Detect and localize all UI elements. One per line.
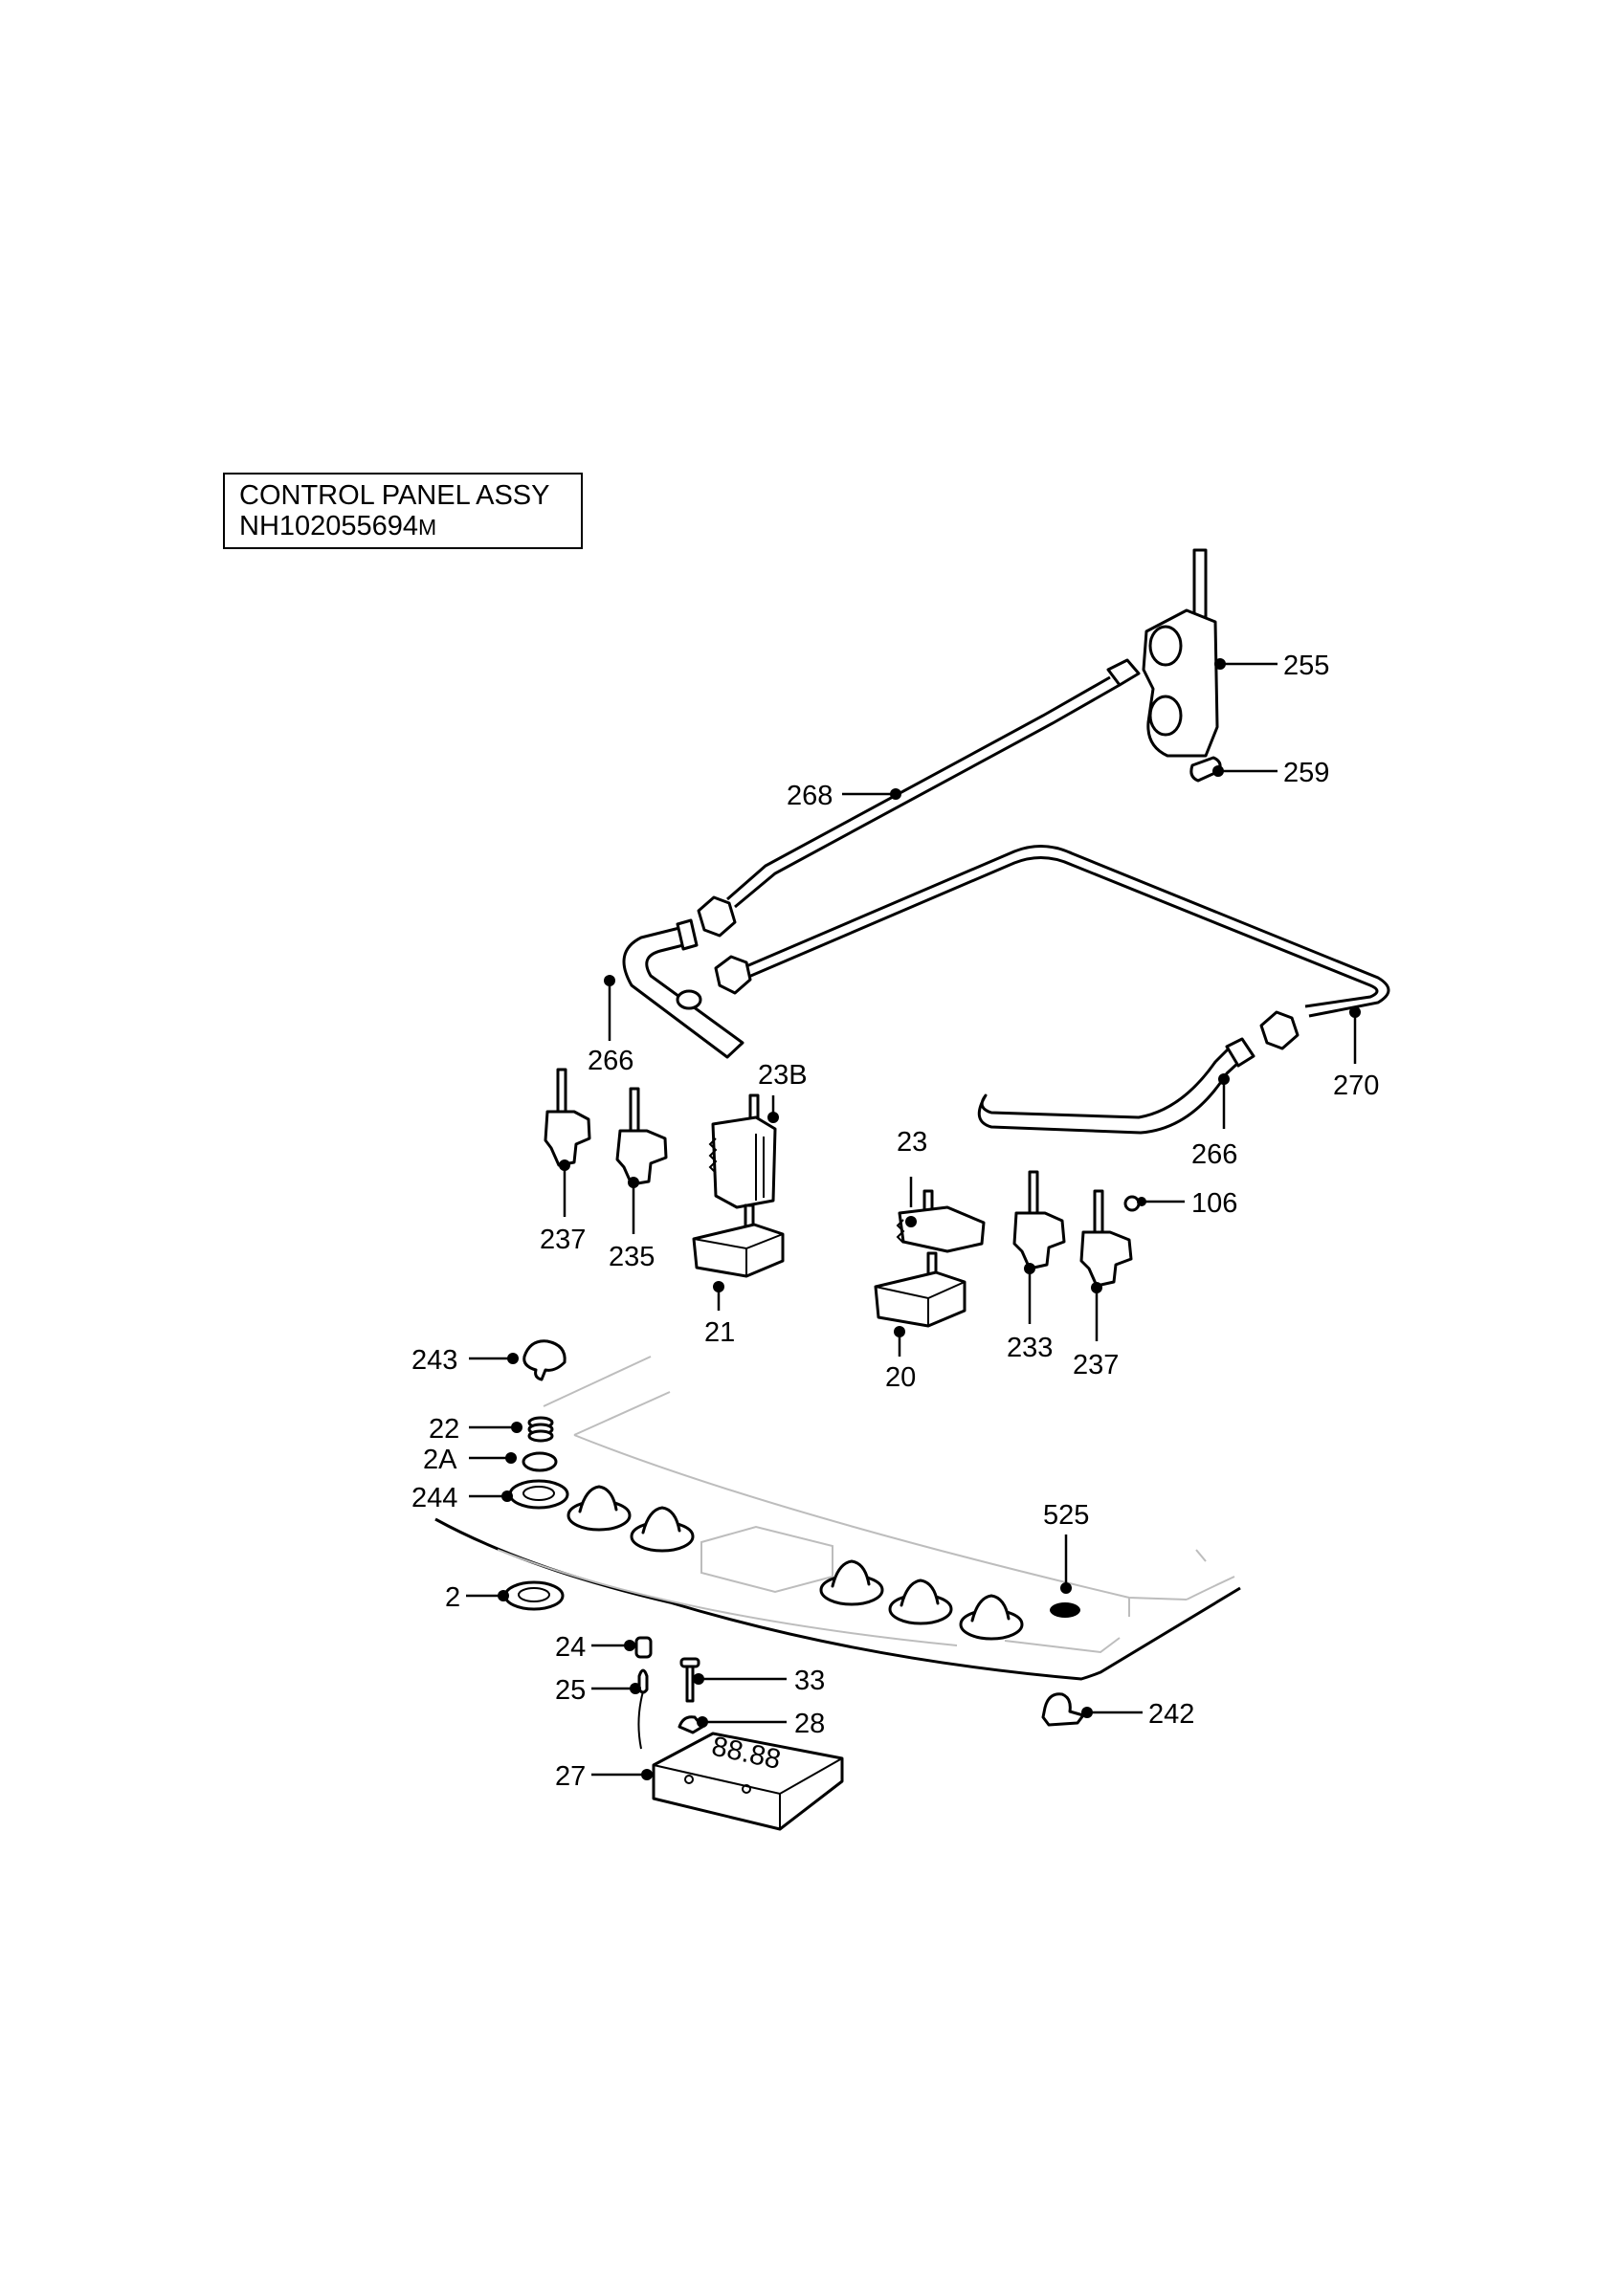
callout-244: 244 [411, 1483, 457, 1513]
energy-regulator-23 [896, 1189, 986, 1253]
thermostat-20 [874, 1251, 967, 1328]
switch-233 [1012, 1170, 1066, 1270]
control-panel-fascia [434, 1356, 1241, 1681]
tube-nuts [697, 895, 1300, 1050]
callout-243: 243 [411, 1345, 457, 1376]
leader-lines [466, 658, 1361, 1780]
spring-22 [527, 1416, 554, 1443]
thermostat-21 [692, 1203, 785, 1278]
callout-2A: 2A [423, 1445, 457, 1475]
gas-tube-268 [726, 658, 1141, 909]
callout-270: 270 [1333, 1071, 1379, 1101]
ring-2A [522, 1451, 558, 1472]
indicator-525 [1050, 1602, 1080, 1618]
bezel-244 [508, 1479, 569, 1510]
callout-237-right: 237 [1073, 1350, 1119, 1380]
knob-insert-243 [522, 1339, 567, 1381]
energy-regulator-23B [708, 1093, 777, 1209]
title-box: CONTROL PANEL ASSY NH102055694M [223, 473, 583, 549]
lamp-25 [637, 1668, 649, 1750]
part-number: NH102055694M [239, 511, 436, 542]
clip-242 [1041, 1692, 1085, 1727]
callout-525: 525 [1043, 1500, 1089, 1531]
elbow-tube-266-left [622, 918, 744, 1059]
callout-2: 2 [445, 1582, 460, 1613]
callout-22: 22 [429, 1414, 459, 1445]
title-text: CONTROL PANEL ASSY [239, 480, 550, 511]
callout-233: 233 [1007, 1333, 1053, 1363]
callout-235: 235 [609, 1242, 655, 1272]
bezel-2 [503, 1580, 565, 1611]
callout-266-right: 266 [1191, 1139, 1237, 1170]
screw-106 [1123, 1195, 1141, 1212]
callout-237-left: 237 [540, 1225, 586, 1255]
knob-1 [567, 1485, 632, 1532]
display-module-27: 88.88 [652, 1732, 844, 1831]
control-knobs [567, 1485, 1024, 1641]
callout-24: 24 [555, 1632, 586, 1663]
part-number-suffix: M [418, 515, 437, 540]
gas-tube-270 [745, 845, 1390, 1018]
knob-4 [888, 1578, 953, 1625]
callout-255: 255 [1283, 651, 1329, 681]
callout-242: 242 [1148, 1699, 1194, 1730]
knob-5 [959, 1594, 1024, 1641]
lamp-holder-24 [634, 1636, 653, 1659]
switch-235 [615, 1087, 668, 1186]
switch-237-right [1079, 1189, 1133, 1288]
callout-23B: 23B [758, 1060, 808, 1091]
callout-25: 25 [555, 1675, 586, 1706]
callout-33: 33 [794, 1666, 825, 1696]
callout-27: 27 [555, 1761, 586, 1792]
callout-28: 28 [794, 1709, 825, 1739]
callout-266-left: 266 [588, 1046, 633, 1076]
elbow-tube-266-right [977, 1037, 1255, 1135]
knob-2 [630, 1506, 695, 1553]
callout-20: 20 [885, 1362, 916, 1393]
part-number-code: NH102055694 [239, 511, 419, 541]
callout-259: 259 [1283, 758, 1329, 788]
valve-255 [1142, 548, 1219, 758]
knob-3 [819, 1559, 884, 1606]
callout-23: 23 [897, 1127, 927, 1158]
callout-268: 268 [787, 781, 833, 811]
callout-21: 21 [704, 1317, 735, 1348]
switch-237-left [544, 1068, 591, 1167]
callout-106: 106 [1191, 1188, 1237, 1219]
pin-33 [679, 1657, 700, 1703]
callout-labels: 255 259 268 266 23B 270 266 23 106 237 2… [411, 651, 1379, 1792]
